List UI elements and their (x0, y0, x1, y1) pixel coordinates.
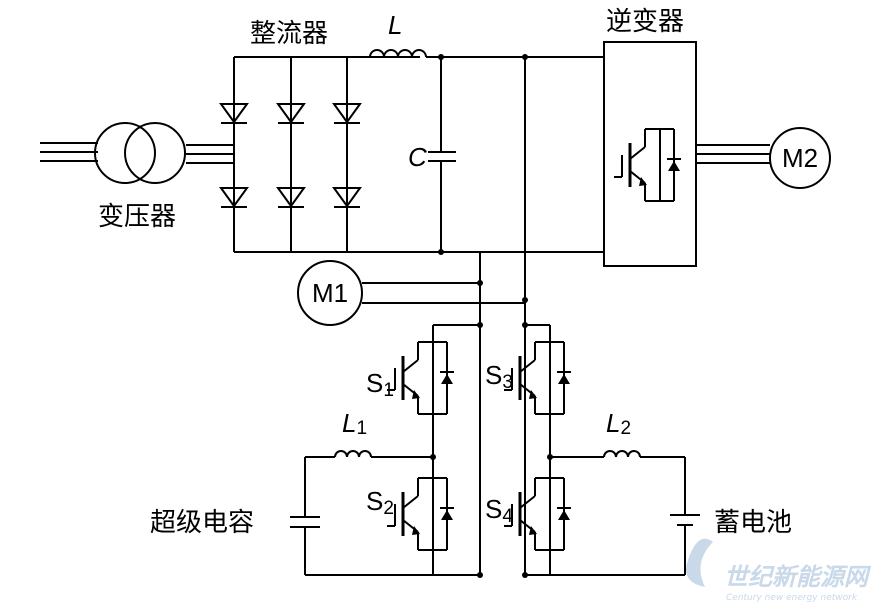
supercap-branch (290, 450, 433, 576)
left-converter (385, 322, 483, 578)
battery-label: 蓄电池 (714, 507, 792, 537)
main-inductor (369, 49, 604, 58)
rectifier-bridge (220, 56, 604, 253)
switch-s1-label: S1 (366, 368, 394, 401)
transformer-symbol (94, 122, 186, 184)
motor-m2-label: M2 (782, 143, 818, 173)
inverter-box (603, 41, 770, 267)
motor-m1-label: M1 (312, 278, 348, 308)
capacitor-label: C (408, 142, 427, 172)
supercap-label: 超级电容 (150, 507, 254, 537)
inductor-l-label: L (388, 10, 402, 40)
inductor-l1-label: L1 (342, 408, 367, 439)
rectifier-label: 整流器 (250, 18, 328, 48)
right-converter (502, 322, 573, 578)
svg-text:世纪新能源网: 世纪新能源网 (724, 563, 872, 591)
svg-text:Century new energy network: Century new energy network (726, 593, 858, 603)
motor-m2 (769, 127, 831, 189)
watermark: 世纪新能源网 Century new energy network (686, 538, 872, 603)
switch-s4-label: S4 (485, 494, 513, 527)
switch-s3-label: S3 (485, 360, 513, 393)
inductor-l2-label: L2 (606, 408, 631, 439)
inverter-label: 逆变器 (606, 6, 684, 36)
battery-branch (550, 450, 700, 576)
dc-link-capacitor (428, 57, 456, 252)
dc-bus (479, 57, 526, 575)
input-lines (40, 142, 234, 164)
motor-m1 (297, 54, 528, 326)
switch-s2-label: S2 (366, 486, 394, 519)
transformer-label: 变压器 (98, 201, 176, 231)
